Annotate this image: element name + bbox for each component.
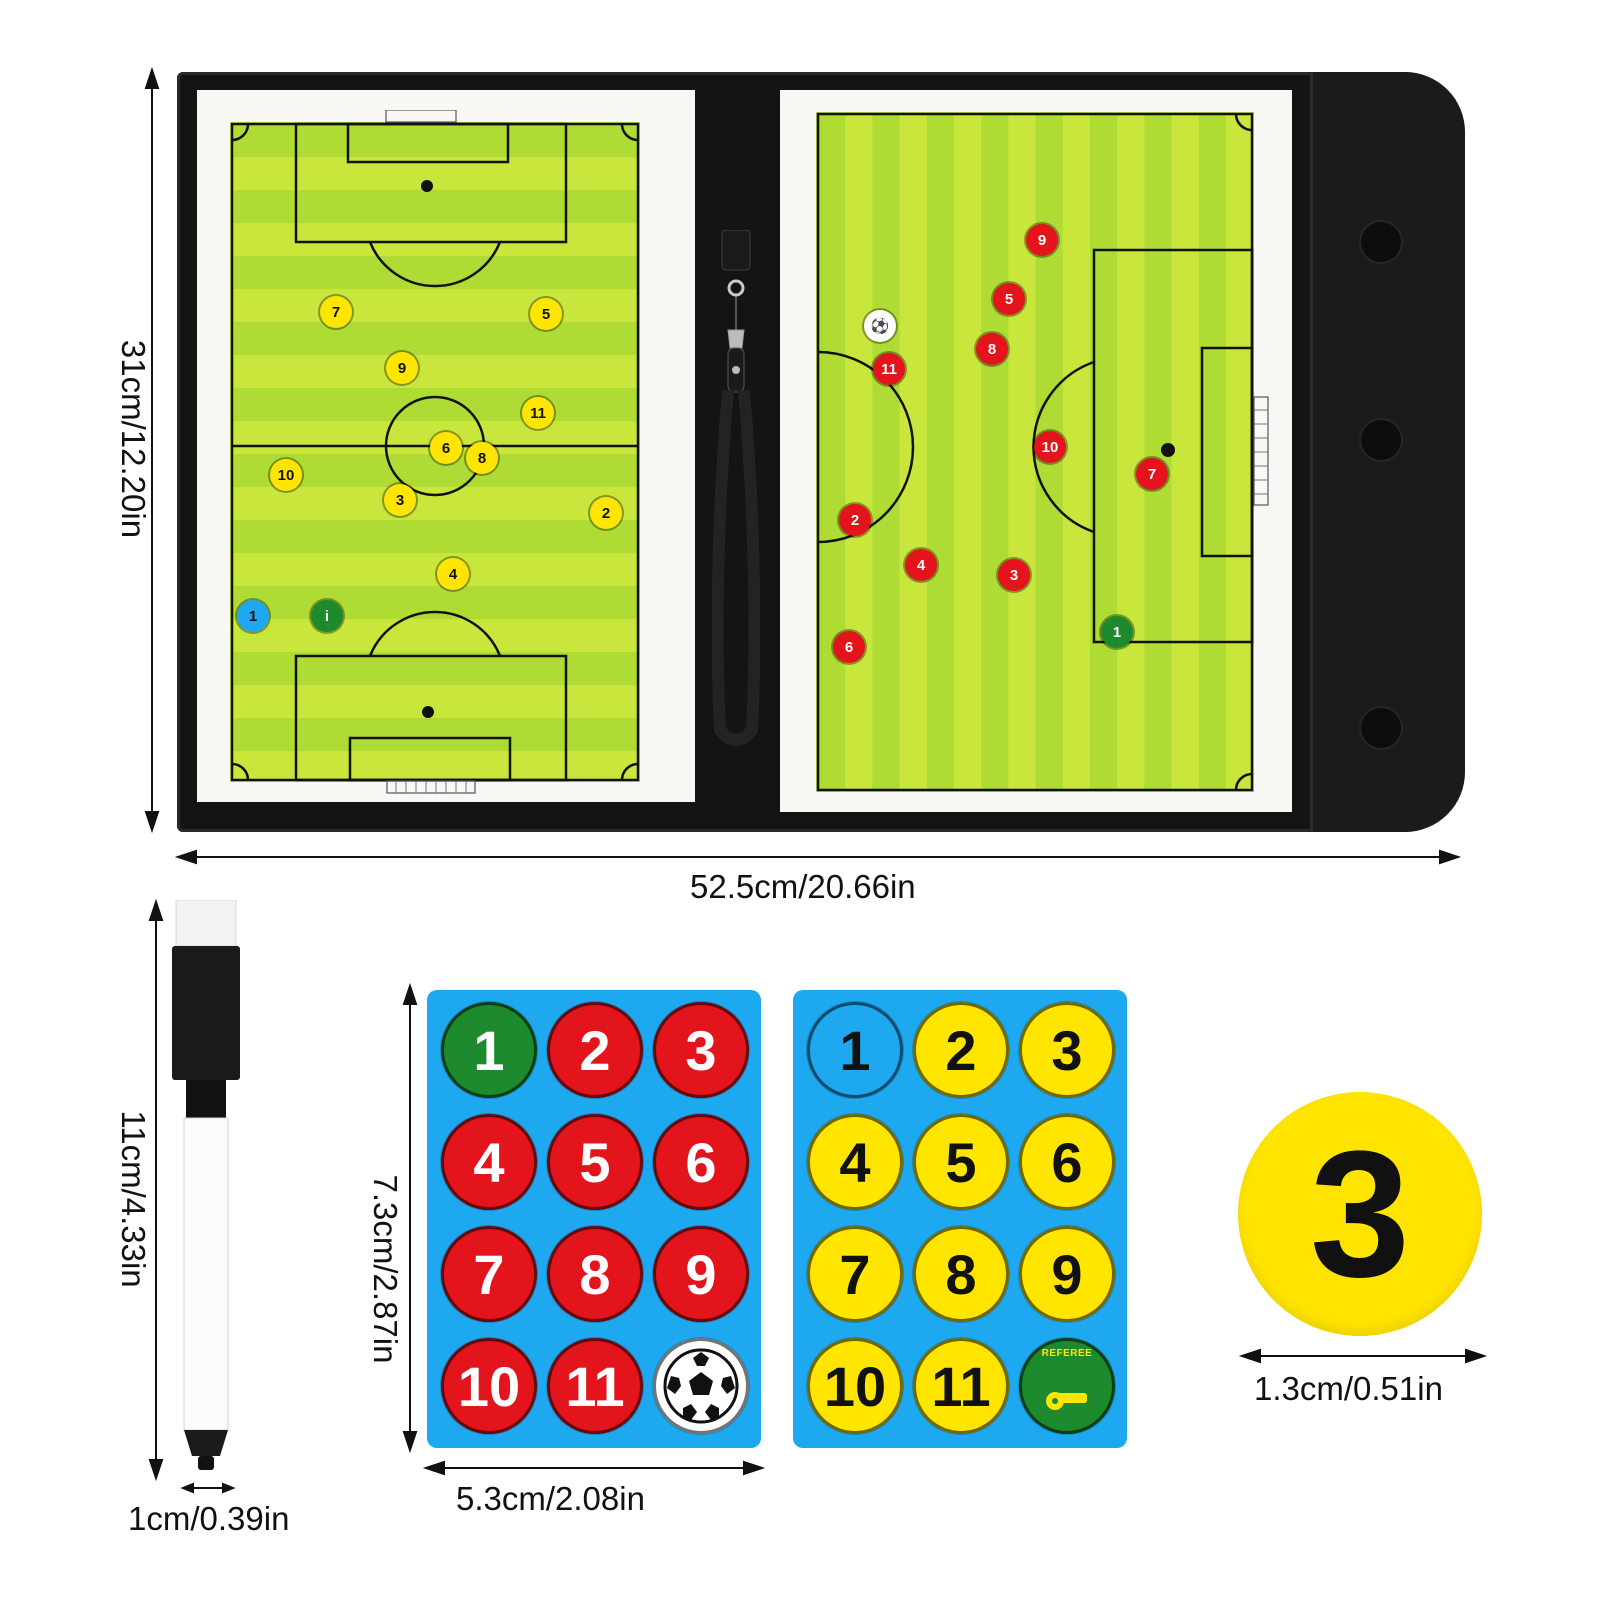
marker-width-label: 1cm/0.39in [128, 1500, 290, 1537]
snap-button-icon [1361, 420, 1401, 460]
pitch-stripe [232, 256, 638, 289]
player-piece[interactable]: 5 [993, 283, 1025, 315]
whiteboard-marker[interactable] [168, 900, 244, 1480]
player-piece[interactable]: 7 [1136, 458, 1168, 490]
whistle-icon [1043, 1359, 1091, 1424]
player-piece[interactable]: 4 [437, 558, 469, 590]
number-magnet[interactable]: 8 [913, 1226, 1009, 1322]
number-magnet[interactable]: 5 [913, 1114, 1009, 1210]
sheet-height-label: 7.3cm/2.87in [367, 1174, 404, 1364]
number-magnet[interactable]: 2 [547, 1002, 643, 1098]
player-piece[interactable]: 6 [833, 631, 865, 663]
number-magnet[interactable]: 11 [547, 1338, 643, 1434]
player-piece[interactable]: 10 [270, 459, 302, 491]
pitch-stripe [232, 586, 638, 619]
pitch-stripe [981, 114, 1009, 790]
player-piece[interactable]: 3 [998, 559, 1030, 591]
marker-length-label: 11cm/4.33in [115, 1110, 152, 1288]
player-piece[interactable]: 10 [1034, 431, 1066, 463]
sheet-width-label: 5.3cm/2.08in [456, 1480, 645, 1517]
player-piece[interactable]: 1 [1101, 616, 1133, 648]
player-piece[interactable]: 2 [590, 497, 622, 529]
number-magnet[interactable]: 4 [807, 1114, 903, 1210]
number-magnet[interactable]: 6 [653, 1114, 749, 1210]
number-magnet[interactable]: 6 [1019, 1114, 1115, 1210]
pitch-stripe [232, 718, 638, 751]
player-piece[interactable]: i [311, 600, 343, 632]
number-magnet[interactable]: 10 [441, 1338, 537, 1434]
pitch-stripe [1198, 114, 1226, 790]
number-magnet[interactable]: 7 [441, 1226, 537, 1322]
player-piece[interactable]: 7 [320, 296, 352, 328]
number-magnet[interactable]: 9 [653, 1226, 749, 1322]
referee-label: REFEREE [1041, 1348, 1093, 1359]
pitch-stripe [232, 388, 638, 421]
chip-diameter-label: 1.3cm/0.51in [1254, 1370, 1443, 1407]
number-magnet[interactable]: 3 [653, 1002, 749, 1098]
player-piece[interactable]: 6 [430, 432, 462, 464]
number-magnet[interactable]: 4 [441, 1114, 537, 1210]
player-piece[interactable]: 8 [466, 442, 498, 474]
number-magnet[interactable]: 1 [807, 1002, 903, 1098]
magnet-chip-sample[interactable]: 3 [1238, 1092, 1482, 1336]
pitch-stripe [232, 520, 638, 553]
number-magnet[interactable]: 3 [1019, 1002, 1115, 1098]
height-dimension-label: 31cm/12.20in [115, 339, 152, 539]
goal-net-icon [386, 780, 476, 794]
pitch-stripe [872, 114, 900, 790]
goal-net-icon [1253, 396, 1269, 506]
player-piece[interactable]: 11 [873, 353, 905, 385]
number-magnet[interactable]: 7 [807, 1226, 903, 1322]
number-magnet[interactable]: 10 [807, 1338, 903, 1434]
number-magnet[interactable]: 5 [547, 1114, 643, 1210]
folder-flap [1310, 72, 1465, 832]
soccer-ball-icon[interactable]: ⚽ [864, 310, 896, 342]
pitch-stripe [232, 652, 638, 685]
width-dimension-label: 52.5cm/20.66in [690, 868, 916, 905]
pitch-stripe [232, 190, 638, 223]
player-piece[interactable]: 3 [384, 484, 416, 516]
number-magnet[interactable]: 9 [1019, 1226, 1115, 1322]
player-piece[interactable]: 9 [386, 352, 418, 384]
pitch-stripe [926, 114, 954, 790]
player-piece[interactable]: 2 [839, 504, 871, 536]
number-magnet[interactable]: 8 [547, 1226, 643, 1322]
number-magnet[interactable]: 11 [913, 1338, 1009, 1434]
pitch-stripe [818, 114, 846, 790]
player-piece[interactable]: 5 [530, 298, 562, 330]
wrist-strap [712, 230, 760, 746]
player-piece[interactable]: 1 [237, 600, 269, 632]
player-piece[interactable]: 11 [522, 397, 554, 429]
player-piece[interactable]: 8 [976, 333, 1008, 365]
pitch-stripe [232, 124, 638, 157]
referee-magnet[interactable]: REFEREE [1019, 1338, 1115, 1434]
snap-button-icon [1361, 708, 1401, 748]
number-magnet[interactable]: 1 [441, 1002, 537, 1098]
player-piece[interactable]: 9 [1026, 224, 1058, 256]
snap-button-icon [1361, 222, 1401, 262]
player-piece[interactable]: 4 [905, 549, 937, 581]
soccer-ball-icon[interactable] [653, 1338, 749, 1434]
pitch-stripe [232, 322, 638, 355]
number-magnet[interactable]: 2 [913, 1002, 1009, 1098]
